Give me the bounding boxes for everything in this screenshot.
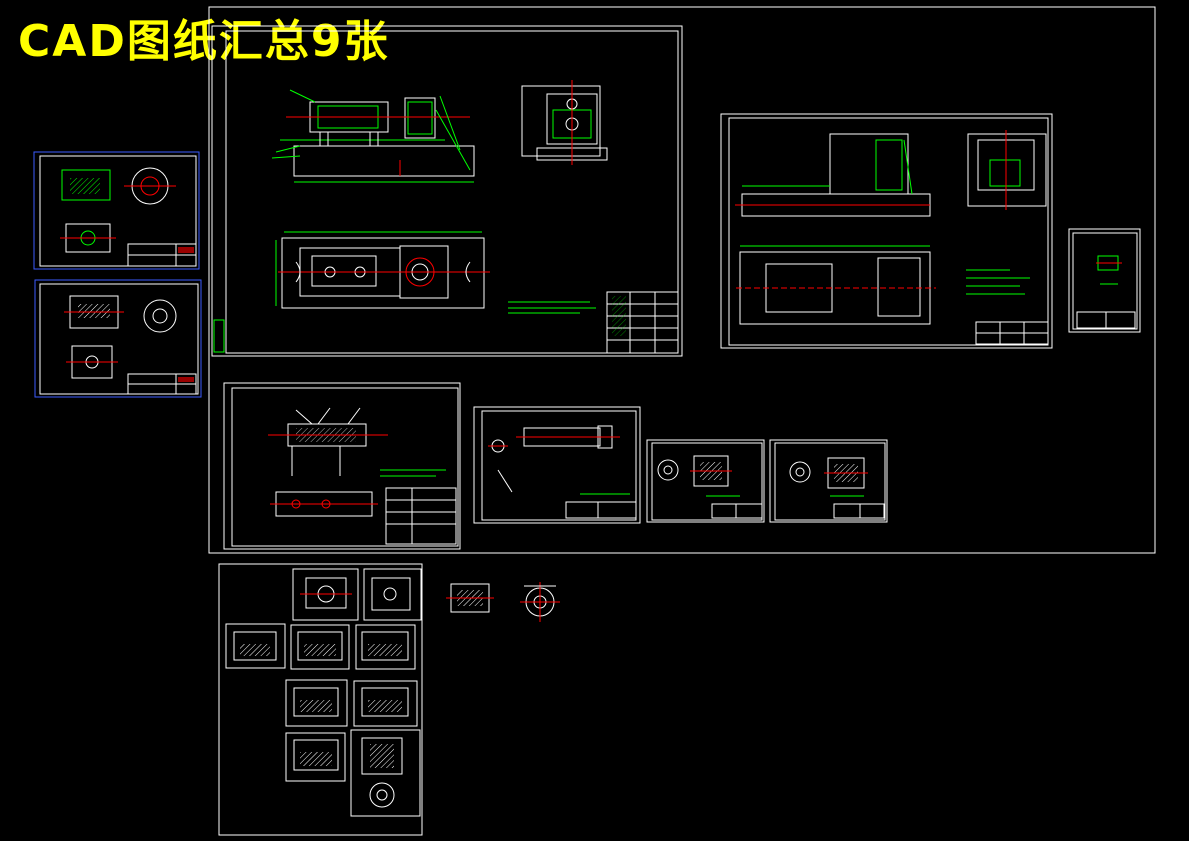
sheet-assembly-main[interactable] xyxy=(211,25,683,357)
sheet-fixture-right[interactable] xyxy=(720,113,1053,349)
main-layout-frame xyxy=(208,6,1156,554)
page-title: CAD图纸汇总9张 xyxy=(18,16,390,67)
sheet-part-left-2[interactable] xyxy=(34,279,202,398)
sheet-part-detail-h[interactable] xyxy=(769,439,888,523)
sheet-cylinder-assembly[interactable] xyxy=(223,382,461,550)
loose-part-flange[interactable] xyxy=(520,582,560,622)
process-sheet-collection[interactable] xyxy=(218,563,423,836)
sheet-part-detail-g[interactable] xyxy=(646,439,765,523)
loose-part-bushing[interactable] xyxy=(446,583,494,613)
sheet-part-left-1[interactable] xyxy=(33,151,200,270)
sheet-piston-rod[interactable] xyxy=(473,406,641,524)
sheet-part-small-right[interactable] xyxy=(1068,228,1141,333)
